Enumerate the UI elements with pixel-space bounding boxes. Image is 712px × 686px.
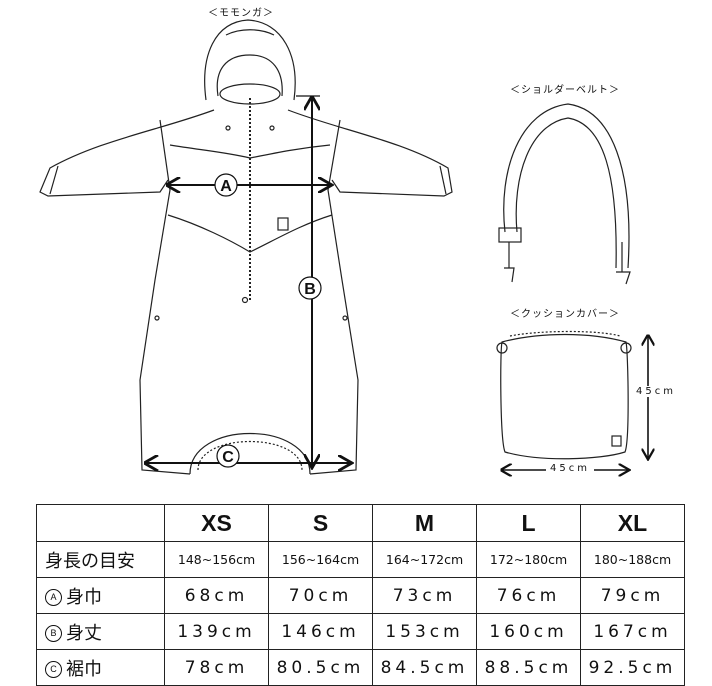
label-cushion-cover: ＜クッションカバー＞ [510,309,620,320]
header-cell: XS [164,504,269,542]
size-table: XS S M L XL 身長の目安 148~156cm 156~164cm 16… [36,504,685,686]
table-cell: 76cm [476,577,581,614]
table-cell: 156~164cm [268,541,373,578]
table-cell: 88.5cm [476,649,581,686]
header-cell: L [476,504,581,542]
table-cell: 172~180cm [476,541,581,578]
measure-a [168,173,330,197]
circled-mark: B [45,625,62,642]
table-cell: 167cm [580,613,685,650]
circled-mark: C [45,661,62,678]
header-cell: S [268,504,373,542]
table-cell: 80.5cm [268,649,373,686]
table-cell: 92.5cm [580,649,685,686]
table-cell: 160cm [476,613,581,650]
table-cell: 84.5cm [372,649,477,686]
marker-b: B [304,281,316,298]
measure-b [296,95,322,466]
label-cushion-height: 45cm [636,386,676,397]
row-label-text: 身巾 [66,586,102,608]
measure-c [146,444,350,467]
row-label: 身長の目安 [36,541,165,578]
table-cell: 139cm [164,613,269,650]
table-cell: 153cm [372,613,477,650]
header-cell: XL [580,504,685,542]
table-cell: 73cm [372,577,477,614]
table-cell: 78cm [164,649,269,686]
shoulder-belt-drawing [498,103,631,285]
label-momonga: ＜モモンガ＞ [208,8,274,19]
table-corner [36,504,165,542]
table-row: 身長の目安 148~156cm 156~164cm 164~172cm 172~… [36,541,685,578]
table-cell: 68cm [164,577,269,614]
table-cell: 164~172cm [372,541,477,578]
marker-c: C [222,449,234,466]
table-cell: 79cm [580,577,685,614]
label-cushion-width: 45cm [546,463,594,474]
header-cell: M [372,504,477,542]
momonga-suit-drawing [39,19,453,475]
table-cell: 146cm [268,613,373,650]
row-label-text: 身丈 [66,622,102,644]
label-shoulder-belt: ＜ショルダーベルト＞ [510,85,620,96]
table-cell: 70cm [268,577,373,614]
table-header-row: XS S M L XL [36,504,685,542]
product-diagram: A B C [39,19,712,500]
row-label-text: 裾巾 [66,658,102,680]
circled-mark: A [45,589,62,606]
marker-a: A [220,178,232,195]
table-cell: 180~188cm [580,541,685,578]
cushion-cover-drawing [496,330,632,460]
table-cell: 148~156cm [164,541,269,578]
